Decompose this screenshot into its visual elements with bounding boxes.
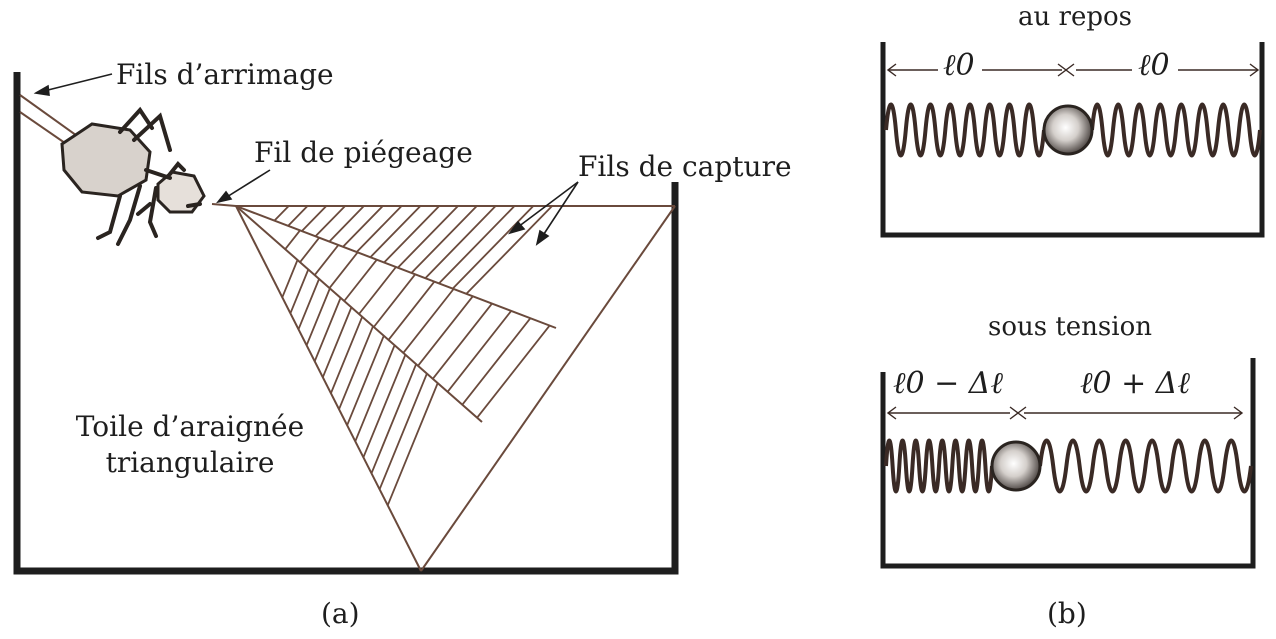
capture-thread: [313, 297, 342, 362]
length-tension-left: ℓ0 − Δℓ: [893, 366, 1003, 401]
label-web-line1: Toile d’araignée: [75, 410, 305, 443]
capture-thread: [305, 288, 331, 346]
trap-pointer-head: [215, 190, 233, 204]
capture-thread: [424, 205, 497, 279]
capture-thread: [284, 229, 301, 250]
capture-threads: [273, 205, 553, 506]
capture-thread: [314, 205, 346, 237]
capture-thread: [313, 244, 340, 276]
capture-thread: [465, 205, 553, 295]
frame-a: [13, 72, 679, 575]
capture-thread: [321, 307, 353, 378]
title-rest: au repos: [1018, 2, 1132, 32]
capture-thread: [438, 205, 516, 285]
capture-thread: [287, 205, 309, 227]
spider-drawing: [60, 106, 206, 246]
capture-thread: [289, 269, 310, 314]
capture-pointer-1-head: [507, 220, 526, 235]
trap-thread: [211, 203, 237, 207]
frame-b-rest: [880, 42, 1265, 238]
caption-a: (a): [321, 597, 360, 630]
capture-thread: [299, 237, 320, 263]
capture-thread: [281, 259, 299, 298]
capture-thread: [432, 303, 493, 380]
mass-rest: [1042, 104, 1094, 156]
capture-thread: [387, 281, 436, 341]
capture-thread: [297, 278, 320, 330]
anchor-pointer: [39, 73, 113, 93]
capture-thread: [328, 251, 359, 289]
anchor-pointer-head: [33, 84, 50, 96]
label-web-line2: triangulaire: [105, 446, 275, 479]
capture-thread: [356, 205, 403, 253]
frame-b-tension: [880, 358, 1256, 569]
label-trap-thread: Fil de piégeage: [254, 136, 473, 169]
capture-thread: [402, 288, 455, 354]
capture-thread: [373, 273, 416, 328]
capture-thread: [342, 205, 384, 248]
web-right-thread: [420, 205, 676, 572]
capture-thread: [343, 259, 378, 302]
capture-pointer-2: [539, 181, 579, 241]
capture-thread: [461, 317, 532, 406]
mass-tension: [990, 440, 1042, 492]
capture-thread: [273, 205, 290, 222]
length-rest-right: ℓ0: [1138, 48, 1170, 83]
capture-thread: [328, 205, 365, 243]
capture-thread: [446, 310, 512, 393]
capture-thread: [338, 325, 374, 410]
capture-thread: [476, 325, 551, 419]
capture-thread: [370, 363, 417, 474]
spring-rest-right: [1090, 102, 1262, 158]
label-capture-threads: Fils de capture: [578, 150, 792, 183]
label-pointers: [33, 73, 579, 246]
capture-thread: [386, 382, 439, 506]
capture-thread: [452, 205, 534, 290]
anchor-thread-1: [19, 94, 81, 139]
trap-pointer: [221, 169, 271, 201]
capture-thread: [417, 295, 474, 367]
dimension-lines: [886, 63, 1260, 420]
length-rest-left: ℓ0: [943, 48, 975, 83]
capture-thread: [301, 205, 327, 232]
capture-thread: [354, 344, 396, 442]
web-left-thread: [235, 205, 422, 572]
capture-thread: [383, 205, 440, 264]
capture-thread: [346, 335, 385, 426]
label-anchor-threads: Fils d’arrimage: [116, 58, 334, 91]
capture-pointer-1: [513, 181, 579, 231]
capture-thread: [369, 205, 422, 258]
capture-thread: [330, 316, 364, 394]
capture-thread: [358, 266, 397, 315]
capture-thread: [397, 205, 459, 269]
capture-thread: [410, 205, 478, 274]
capture-pointer-2-head: [535, 229, 550, 246]
caption-b: (b): [1047, 597, 1087, 630]
capture-thread: [362, 354, 407, 458]
spring-tension-right: [1038, 438, 1253, 494]
spring-rest-left: [884, 102, 1046, 158]
length-tension-right: ℓ0 + Δℓ: [1080, 366, 1190, 401]
spring-tension-left: [884, 438, 994, 494]
capture-thread: [378, 373, 428, 490]
title-tension: sous tension: [988, 312, 1152, 342]
